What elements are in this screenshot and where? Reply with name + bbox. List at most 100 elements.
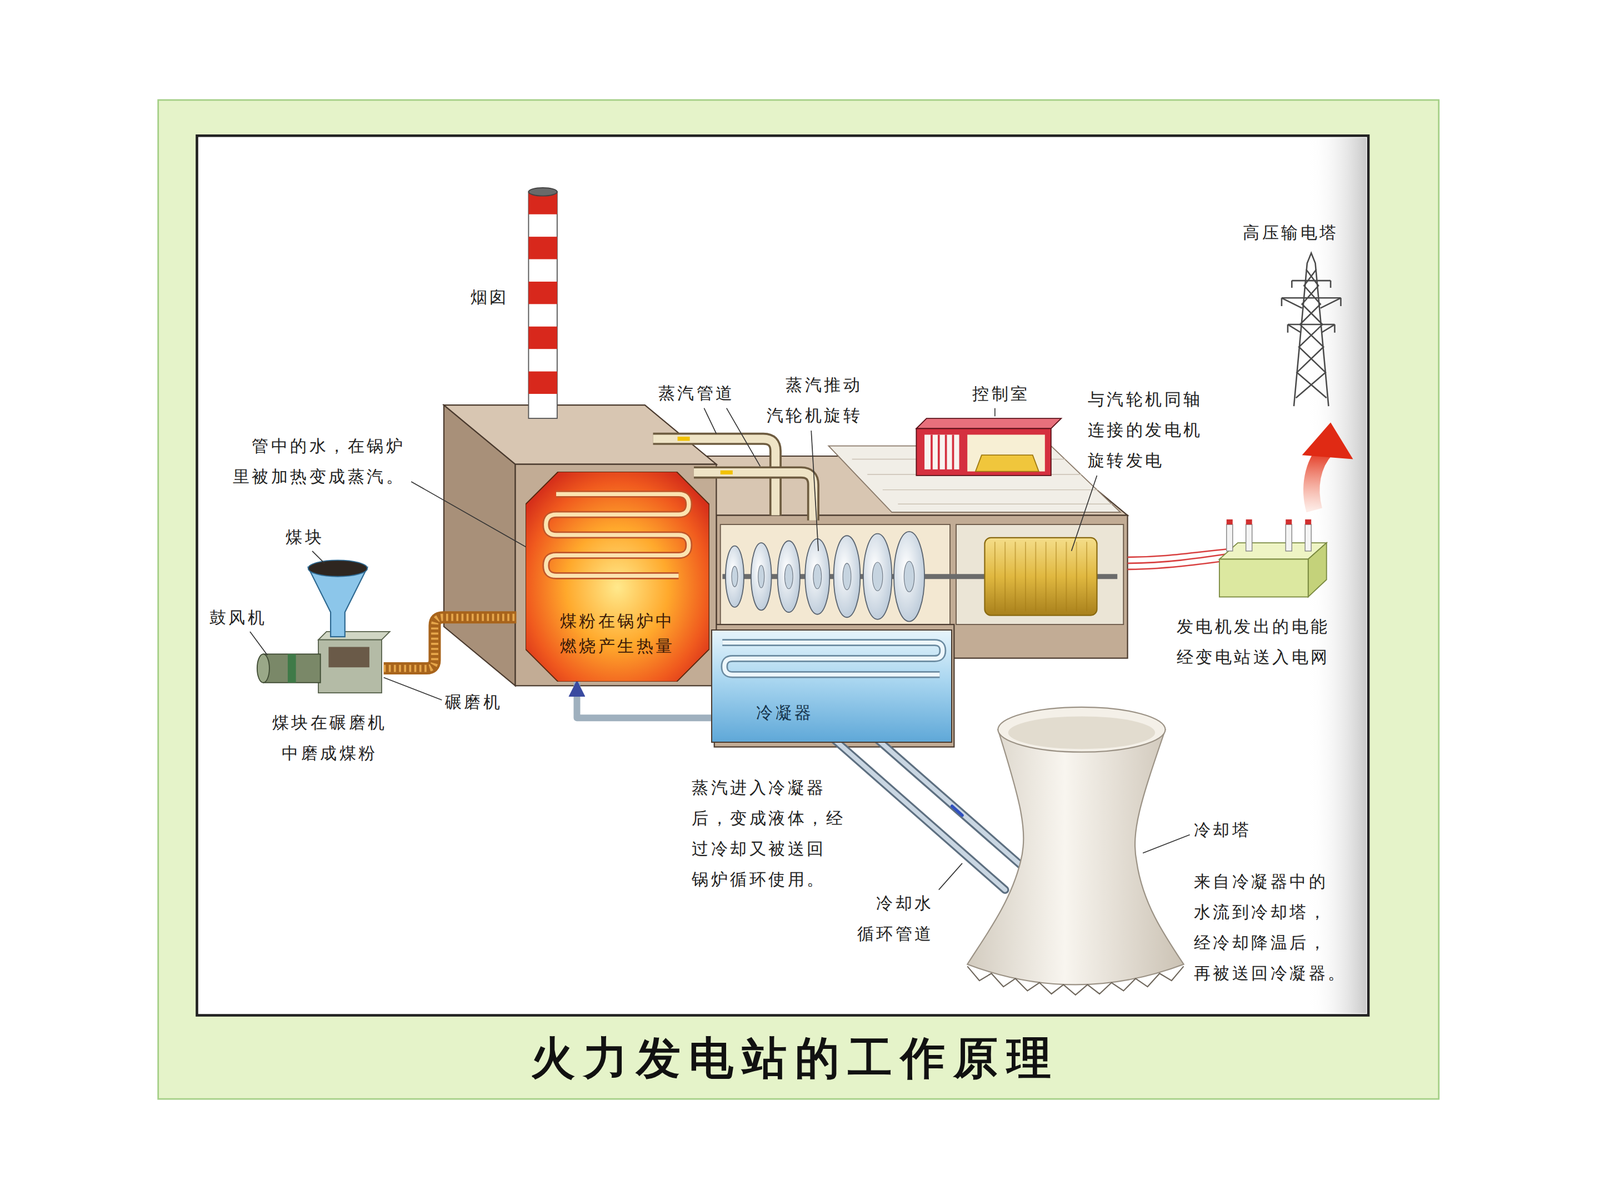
power-flow-arrow bbox=[1302, 422, 1354, 459]
coal-feeder bbox=[318, 640, 382, 694]
cooling-pipe-label: 冷却水 循环管道 bbox=[852, 887, 934, 949]
chimney-label: 烟囱 bbox=[470, 281, 514, 313]
coal-label: 煤块 bbox=[285, 521, 329, 553]
turbine-note: 蒸汽推动 汽轮机旋转 bbox=[761, 369, 863, 431]
coal-feeder bbox=[318, 631, 390, 640]
steam-turbine bbox=[903, 561, 914, 592]
chimney bbox=[528, 236, 557, 259]
condenser-coil bbox=[722, 642, 943, 675]
control-room bbox=[916, 418, 1062, 429]
control-room bbox=[924, 434, 959, 469]
transformer bbox=[1285, 524, 1292, 552]
turbine-hall bbox=[645, 446, 1128, 748]
leader-line bbox=[1142, 834, 1190, 853]
transformer bbox=[1285, 519, 1292, 525]
condenser: 冷凝器 bbox=[711, 629, 952, 743]
cooling-water-pipe bbox=[828, 734, 1005, 890]
cooling-tower-note: 来自冷凝器中的 水流到冷却塔， 经冷却降温后， 再被送回冷凝器。 bbox=[1193, 866, 1352, 989]
control-room-label: 控制室 bbox=[972, 378, 1035, 409]
coal-feeder bbox=[308, 560, 368, 577]
steam-turbine bbox=[893, 531, 925, 622]
coal-feeder bbox=[383, 617, 517, 669]
steam-pipe bbox=[693, 472, 814, 520]
boiler-housing bbox=[443, 405, 717, 686]
steam-turbine bbox=[731, 561, 915, 592]
control-room bbox=[931, 434, 954, 469]
leader-line bbox=[726, 408, 761, 467]
leader-line bbox=[811, 430, 819, 552]
mill-label: 碾磨机 bbox=[445, 686, 508, 718]
coal-feeder bbox=[257, 560, 517, 693]
transformer bbox=[1226, 519, 1233, 525]
tower-label: 高压输电塔 bbox=[1242, 217, 1344, 248]
water-tube bbox=[546, 493, 689, 576]
transmission-tower bbox=[1296, 269, 1326, 398]
page-frame bbox=[158, 100, 1439, 1099]
cooling-tower bbox=[967, 707, 1184, 995]
leader-line bbox=[1071, 475, 1098, 552]
leader-line bbox=[250, 631, 268, 655]
chimney bbox=[528, 281, 557, 304]
power-flow-arrow bbox=[1311, 448, 1327, 510]
steam-turbine bbox=[751, 542, 772, 610]
transformer bbox=[1127, 519, 1327, 598]
cooling-tower bbox=[997, 707, 1165, 753]
steam-turbine bbox=[722, 531, 1118, 622]
transformer bbox=[1305, 519, 1312, 525]
transmission-tower bbox=[1281, 297, 1342, 333]
steam-turbine bbox=[725, 546, 744, 608]
condenser-note: 蒸汽进入冷凝器 后，变成液体，经 过冷却又被送回 锅炉循环使用。 bbox=[691, 772, 850, 895]
blower-label: 鼓风机 bbox=[209, 602, 272, 633]
chimney bbox=[528, 326, 557, 349]
page-frame bbox=[196, 135, 1369, 1015]
grid-note: 发电机发出的电能 经变电站送入电网 bbox=[1176, 611, 1335, 673]
steam-turbine bbox=[863, 533, 892, 620]
node-text: 煤粉在锅炉中 燃烧产生热量 bbox=[557, 608, 678, 659]
chimney bbox=[528, 191, 557, 419]
steam-pipe bbox=[677, 438, 733, 473]
generator-note: 与汽轮机同轴 连接的发电机 旋转发电 bbox=[1087, 383, 1208, 476]
cooling-water-pipe bbox=[828, 734, 1005, 890]
coal-feeder bbox=[308, 567, 368, 637]
condenser-coil bbox=[712, 630, 951, 742]
transformer bbox=[1226, 524, 1233, 552]
cooling-water-pipe bbox=[952, 806, 963, 816]
transmission-tower bbox=[1293, 253, 1329, 407]
boiler: 煤粉在锅炉中 燃烧产生热量 bbox=[525, 471, 710, 682]
turbine-hall bbox=[720, 524, 950, 625]
power-flow-arrow bbox=[1302, 422, 1354, 510]
steam-turbine bbox=[758, 565, 765, 588]
control-room bbox=[916, 418, 1062, 476]
boiler-water-note: 管中的水，在锅炉 里被加热变成蒸汽。 bbox=[227, 430, 405, 492]
leader-line bbox=[938, 863, 963, 890]
coal-feeder bbox=[328, 646, 369, 668]
transmission-tower bbox=[1281, 280, 1342, 333]
transformer bbox=[1246, 524, 1253, 552]
return-water-pipe bbox=[576, 681, 712, 718]
coal-feeder bbox=[383, 617, 517, 669]
leader-line bbox=[312, 551, 325, 564]
transmission-tower bbox=[1296, 269, 1327, 398]
steam-pipe bbox=[693, 472, 814, 520]
cooling-tower bbox=[967, 729, 1184, 985]
steam-turbine bbox=[872, 562, 883, 591]
cooling-tower bbox=[967, 966, 1184, 995]
transmission-tower bbox=[1281, 253, 1342, 407]
steam-turbine bbox=[777, 540, 800, 613]
transformer bbox=[1246, 519, 1253, 525]
coal-feeder bbox=[257, 653, 270, 683]
mill-note: 煤块在碾磨机 中磨成煤粉 bbox=[270, 707, 390, 769]
chimney bbox=[528, 187, 557, 419]
generator bbox=[984, 537, 1097, 616]
steam-turbine bbox=[805, 538, 830, 615]
control-room bbox=[916, 428, 1051, 475]
leader-line bbox=[994, 408, 996, 417]
chimney bbox=[528, 371, 557, 394]
control-room bbox=[975, 455, 1039, 472]
steam-turbine bbox=[813, 564, 822, 589]
node-text: 冷凝器 bbox=[753, 700, 817, 725]
cooling-tower bbox=[1008, 716, 1155, 749]
control-room bbox=[967, 434, 1045, 472]
steam-turbine bbox=[833, 535, 861, 618]
